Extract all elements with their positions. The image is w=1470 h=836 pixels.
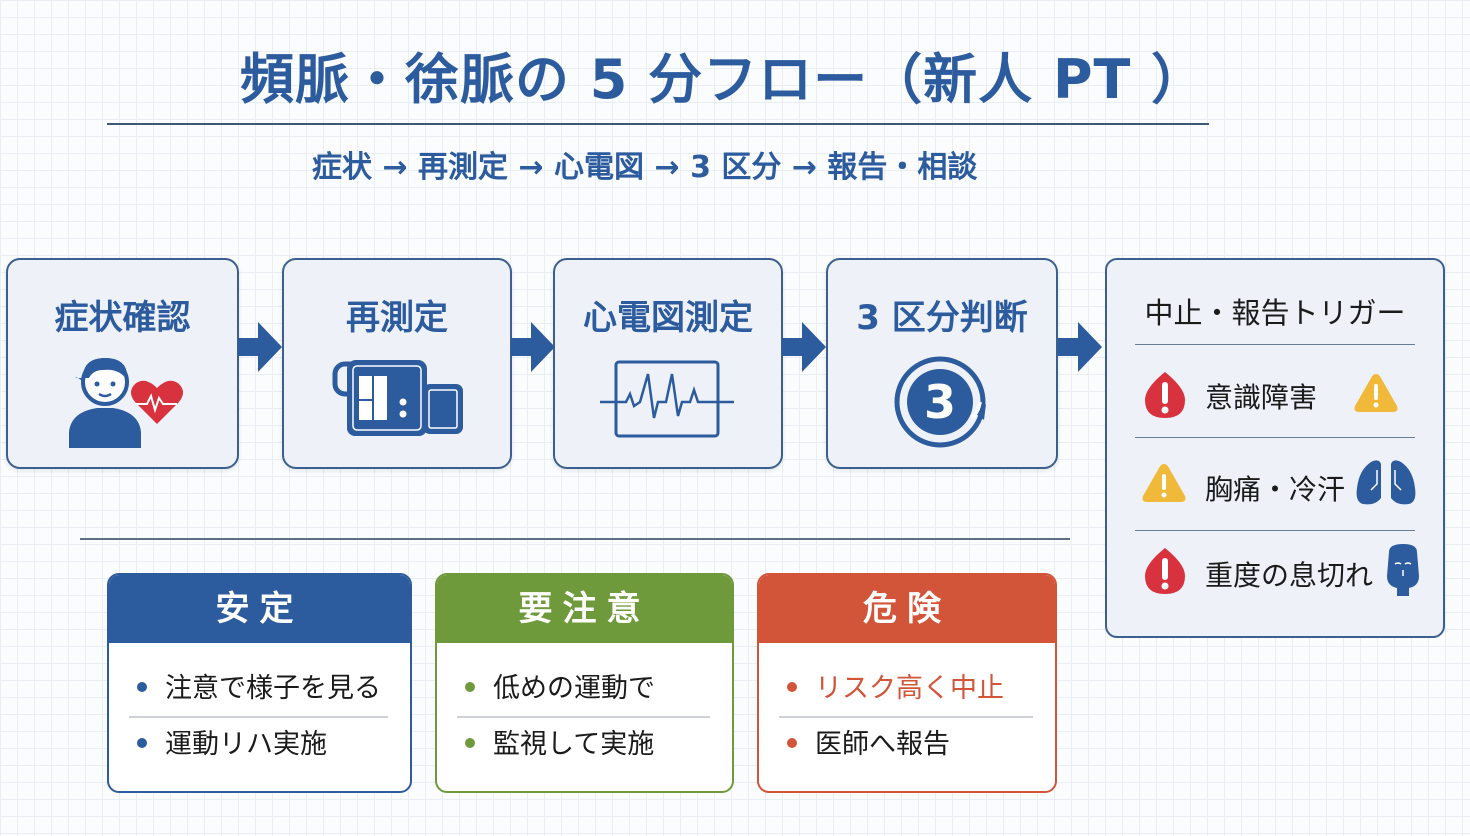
card-danger: 危険 リスク高く中止 医師へ報告 — [757, 573, 1057, 793]
trigger-text: 意識障害 — [1205, 381, 1318, 414]
divider — [1135, 437, 1415, 438]
bullet-icon — [465, 738, 475, 748]
step-label: 心電図測定 — [583, 298, 753, 338]
yellow-warning-icon — [1353, 372, 1399, 418]
card-item: 運動リハ実施 — [129, 717, 388, 773]
patient-heart-icon — [63, 348, 183, 448]
bullet-icon — [465, 682, 475, 692]
step-three-category: 3 区分判断 3 — [826, 258, 1058, 469]
step-ecg: 心電図測定 — [553, 258, 783, 469]
step-label: 3 区分判断 — [856, 298, 1028, 338]
trigger-text: 胸痛・冷汗 — [1205, 473, 1346, 506]
divider — [1135, 530, 1415, 531]
card-item: 監視して実施 — [457, 717, 710, 773]
bullet-icon — [137, 682, 147, 692]
flow-arrow-icon — [782, 322, 826, 372]
bullet-icon — [787, 682, 797, 692]
trigger-text: 重度の息切れ — [1205, 559, 1374, 592]
red-alert-icon — [1143, 370, 1187, 424]
step-remeasure: 再測定 — [282, 258, 512, 469]
blood-pressure-monitor-icon — [327, 356, 467, 438]
page-title: 頻脈・徐脈の 5 分フロー（新人 PT ） — [240, 48, 1207, 111]
trigger-item: 意識障害 — [1107, 364, 1443, 424]
number-three-cycle-icon: 3 — [892, 352, 992, 452]
card-item-text: 低めの運動で — [493, 673, 655, 704]
lungs-icon — [1355, 458, 1417, 512]
flow-arrow-icon — [511, 322, 555, 372]
bullet-icon — [787, 738, 797, 748]
divider — [1135, 344, 1415, 345]
divider — [779, 716, 1033, 718]
step-symptom-check: 症状確認 — [6, 258, 239, 469]
card-title: 安定 — [109, 575, 410, 643]
section-divider — [80, 538, 1070, 540]
flow-summary: 症状 → 再測定 → 心電図 → 3 区分 → 報告・相談 — [312, 150, 978, 185]
card-item: リスク高く中止 — [779, 661, 1033, 717]
card-title: 危険 — [759, 575, 1055, 643]
card-item: 注意で様子を見る — [129, 661, 388, 717]
flow-arrow-icon — [1058, 322, 1102, 372]
card-stable: 安定 注意で様子を見る 運動リハ実施 — [107, 573, 412, 793]
trigger-item: 重度の息切れ — [1107, 542, 1443, 602]
yellow-warning-icon — [1141, 462, 1187, 508]
divider — [457, 716, 710, 718]
ecg-monitor-icon — [600, 360, 736, 440]
svg-text:3: 3 — [924, 375, 956, 429]
title-divider — [107, 123, 1209, 125]
card-item-text: 注意で様子を見る — [165, 673, 381, 704]
card-item: 低めの運動で — [457, 661, 710, 717]
card-item-text: 運動リハ実施 — [165, 729, 327, 760]
card-item-text: 監視して実施 — [493, 729, 655, 760]
card-caution: 要注意 低めの運動で 監視して実施 — [435, 573, 734, 793]
triggers-title: 中止・報告トリガー — [1144, 296, 1406, 330]
stop-report-triggers-panel: 中止・報告トリガー 意識障害 胸痛・冷汗 重度の息切れ — [1105, 258, 1445, 638]
head-icon — [1385, 542, 1421, 602]
step-label: 再測定 — [346, 298, 448, 338]
card-title: 要注意 — [437, 575, 732, 643]
red-alert-icon — [1143, 546, 1187, 600]
step-label: 症状確認 — [54, 298, 191, 338]
card-item: 医師へ報告 — [779, 717, 1033, 773]
card-item-text: 医師へ報告 — [815, 729, 950, 760]
flow-arrow-icon — [238, 322, 282, 372]
trigger-item: 胸痛・冷汗 — [1107, 456, 1443, 516]
bullet-icon — [137, 738, 147, 748]
divider — [129, 716, 388, 718]
card-item-text: リスク高く中止 — [815, 673, 1004, 704]
